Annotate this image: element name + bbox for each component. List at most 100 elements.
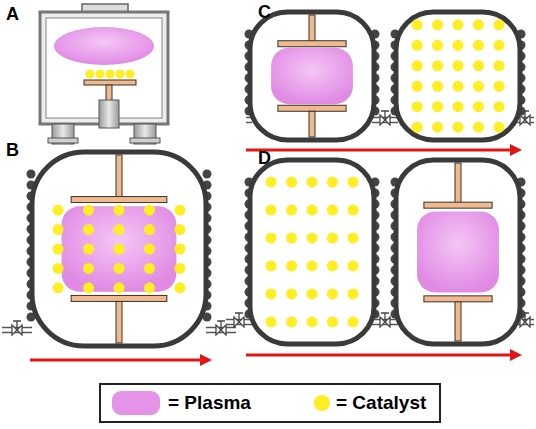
catalyst-pellet bbox=[327, 260, 338, 271]
reactor-vessel bbox=[245, 12, 380, 140]
catalyst-pellet bbox=[144, 282, 155, 293]
catalyst-pellet bbox=[327, 288, 338, 299]
catalyst-pellet bbox=[53, 282, 64, 293]
gas-pipe bbox=[246, 122, 252, 124]
catalyst-pellet bbox=[473, 122, 484, 133]
catalyst-pellet bbox=[144, 244, 155, 255]
legend-swatch bbox=[112, 391, 160, 415]
valve-stem bbox=[384, 111, 385, 120]
catalyst-pellet bbox=[473, 19, 484, 30]
catalyst-pellet bbox=[432, 81, 443, 92]
gas-pipe bbox=[372, 324, 398, 326]
catalyst-pellet bbox=[83, 244, 94, 255]
catalyst-pellet bbox=[53, 224, 64, 235]
reactor-vessel bbox=[245, 160, 380, 344]
catalyst-pellet bbox=[327, 177, 338, 188]
catalyst-pellet bbox=[266, 260, 277, 271]
catalyst-pellet bbox=[327, 316, 338, 327]
catalyst-pellet bbox=[83, 224, 94, 235]
reactor-group bbox=[2, 12, 534, 366]
electrode-rod bbox=[309, 15, 315, 43]
catalyst-pellet bbox=[286, 233, 297, 244]
catalyst-pellet bbox=[53, 263, 64, 274]
vessel-wall bbox=[396, 12, 520, 140]
gas-pipe bbox=[516, 122, 534, 124]
catalyst-pellet bbox=[493, 60, 504, 71]
catalyst-pellet bbox=[83, 205, 94, 216]
electrode-rod bbox=[455, 163, 461, 204]
flow-arrowhead bbox=[200, 354, 212, 366]
panel-letter: B bbox=[6, 140, 19, 160]
catalyst-pellet bbox=[144, 205, 155, 216]
catalyst-pellet bbox=[266, 316, 277, 327]
catalyst-pellet bbox=[114, 205, 125, 216]
catalyst-pellet bbox=[412, 19, 423, 30]
electrode-plate bbox=[424, 296, 492, 302]
panel-letter: A bbox=[6, 4, 19, 24]
electrode-rod bbox=[309, 111, 315, 137]
catalyst-pellet bbox=[453, 40, 464, 51]
catalyst-pellet bbox=[174, 263, 185, 274]
flow-arrow bbox=[30, 359, 202, 362]
legend-text: = Catalyst bbox=[336, 392, 426, 414]
panel-letter: D bbox=[258, 148, 271, 168]
legend-frame bbox=[100, 384, 440, 422]
catalyst-pellet bbox=[114, 282, 125, 293]
valve-handle bbox=[381, 312, 389, 314]
flow-arrowhead bbox=[510, 349, 522, 361]
plasma-region bbox=[62, 206, 177, 291]
catalyst-pellet bbox=[347, 316, 358, 327]
electrode-rod bbox=[116, 155, 122, 199]
valve-stem bbox=[384, 313, 385, 322]
valve-stem bbox=[16, 321, 17, 330]
electrode-plate bbox=[278, 41, 346, 47]
catalyst-pellet bbox=[432, 101, 443, 112]
vessel-wall bbox=[396, 160, 520, 344]
catalyst-pellet bbox=[453, 60, 464, 71]
catalyst-pellet bbox=[174, 205, 185, 216]
catalyst-pellet bbox=[266, 288, 277, 299]
catalyst-pellet bbox=[114, 224, 125, 235]
vessel-wall bbox=[250, 12, 374, 140]
valve-handle bbox=[235, 312, 243, 314]
gas-pipe bbox=[372, 122, 398, 124]
catalyst-pellet bbox=[307, 205, 318, 216]
catalyst-pellet bbox=[347, 233, 358, 244]
vessel-wall bbox=[250, 160, 374, 344]
valve-handle bbox=[13, 320, 21, 322]
gas-pipe bbox=[206, 332, 236, 334]
catalyst-pellet bbox=[307, 316, 318, 327]
electrode-rod bbox=[455, 302, 461, 341]
flow-arrowhead bbox=[510, 144, 522, 156]
catalyst-pellet bbox=[286, 177, 297, 188]
catalyst-pellet bbox=[453, 19, 464, 30]
catalyst-pellet bbox=[412, 60, 423, 71]
legend-swatch bbox=[314, 395, 330, 411]
catalyst-pellet bbox=[174, 282, 185, 293]
catalyst-pellet bbox=[144, 263, 155, 274]
catalyst-pellet bbox=[266, 205, 277, 216]
catalyst-pellet bbox=[327, 233, 338, 244]
catalyst-pellet bbox=[286, 316, 297, 327]
catalyst-pellet bbox=[412, 81, 423, 92]
catalyst-pellet bbox=[114, 263, 125, 274]
catalyst-pellet bbox=[266, 233, 277, 244]
plasma-region bbox=[271, 48, 353, 104]
electrode-plate bbox=[71, 197, 167, 203]
flow-arrow bbox=[246, 354, 512, 357]
valve-stem bbox=[220, 321, 221, 330]
catalyst-pellet bbox=[473, 101, 484, 112]
catalyst-pellet bbox=[493, 122, 504, 133]
catalyst-pellet bbox=[83, 282, 94, 293]
catalyst-pellet bbox=[307, 288, 318, 299]
catalyst-pellet bbox=[307, 233, 318, 244]
catalyst-pellet bbox=[286, 205, 297, 216]
catalyst-pellet bbox=[174, 224, 185, 235]
catalyst-pellet bbox=[144, 224, 155, 235]
catalyst-pellet bbox=[473, 81, 484, 92]
catalyst-pellet bbox=[347, 260, 358, 271]
gas-pipe bbox=[226, 324, 252, 326]
catalyst-pellet bbox=[83, 263, 94, 274]
catalyst-pellet bbox=[412, 101, 423, 112]
